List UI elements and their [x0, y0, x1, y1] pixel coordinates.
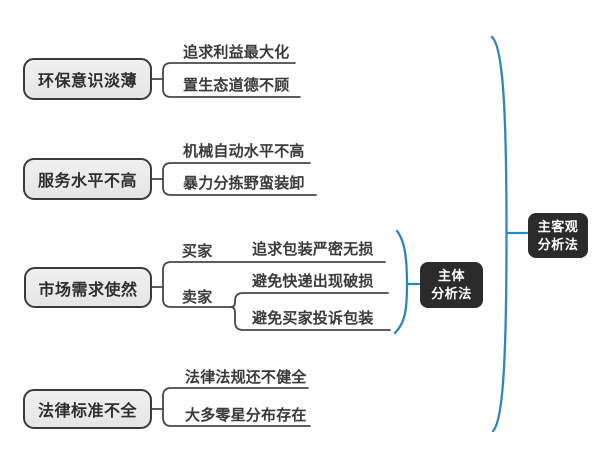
topic-environment-awareness[interactable]: 环保意识淡薄	[23, 58, 152, 100]
leaf-laws-incomplete[interactable]: 法律法规还不健全	[185, 369, 307, 386]
topic-label: 服务水平不高	[37, 173, 137, 190]
connector-branch4-child2	[162, 408, 311, 427]
leaf-scattered-rules[interactable]: 大多零星分布存在	[185, 407, 307, 424]
summary-brace-big	[490, 35, 508, 433]
topic-label: 市场需求使然	[38, 281, 138, 299]
leaf-avoid-complaints[interactable]: 避免买家投诉包装	[252, 310, 374, 327]
leaf-secure-packaging[interactable]: 追求包装严密无损	[252, 241, 374, 258]
leaf-buyer[interactable]: 买家	[182, 243, 213, 260]
topic-legal-standards[interactable]: 法律标准不全	[23, 389, 152, 429]
leaf-avoid-damage[interactable]: 避免快递出现破损	[252, 273, 374, 290]
connector-branch1-child1	[162, 62, 296, 80]
summary-subject-analysis[interactable]: 主体 分析法	[420, 262, 483, 308]
summary-line: 主客观	[537, 218, 579, 234]
leaf-low-automation[interactable]: 机械自动水平不高	[183, 143, 305, 160]
topic-service-level[interactable]: 服务水平不高	[23, 158, 152, 200]
topic-label: 环保意识淡薄	[37, 73, 137, 90]
leaf-seller[interactable]: 卖家	[182, 289, 213, 306]
summary-brace-small	[393, 229, 409, 335]
topic-label: 法律标准不全	[37, 403, 137, 420]
connector-branch3-buyer-line	[162, 261, 386, 288]
connector-seller-child2	[230, 306, 391, 331]
leaf-ignore-eco-ethics[interactable]: 置生态道德不顾	[183, 77, 290, 94]
connector-branch2-child2	[162, 178, 317, 196]
summary-line: 分析法	[431, 286, 472, 301]
topic-market-demand[interactable]: 市场需求使然	[24, 267, 152, 308]
connector-branch2-child1	[162, 162, 311, 180]
connector-branch4-child1	[162, 387, 309, 410]
summary-line: 主体	[437, 268, 465, 283]
leaf-profit-maximization[interactable]: 追求利益最大化	[183, 44, 290, 61]
connector-branch1-child2	[162, 78, 301, 98]
summary-line: 分析法	[537, 236, 579, 252]
connector-seller-child1	[230, 292, 389, 308]
leaf-rough-handling[interactable]: 暴力分拣野蛮装卸	[183, 175, 305, 192]
connector-branch3-seller-line	[162, 286, 232, 308]
summary-subjective-objective-analysis[interactable]: 主客观 分析法	[528, 213, 588, 258]
